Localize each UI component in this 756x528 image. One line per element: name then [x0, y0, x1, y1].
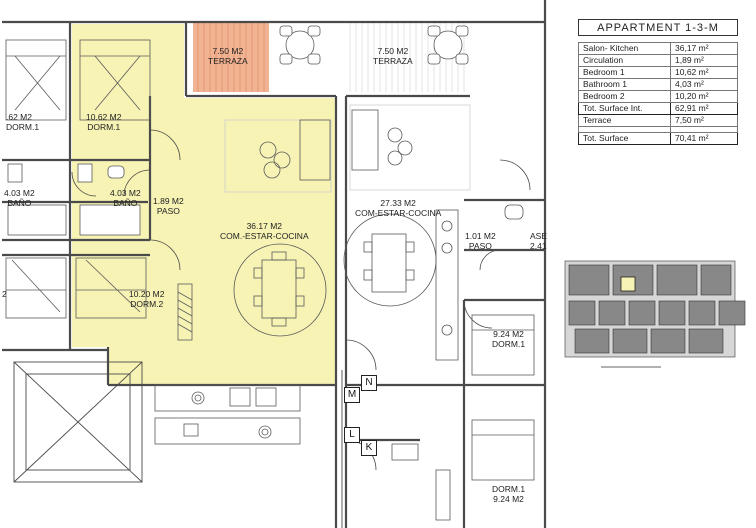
- terrace-left-name: TERRAZA: [208, 56, 248, 66]
- dorm1-left-name: DORM.1: [6, 122, 40, 132]
- row-value: 4,03 m²: [670, 78, 738, 91]
- dorm2-left-area: 2: [2, 289, 7, 299]
- dorm1-bottom-name: DORM.1: [492, 484, 526, 494]
- living-right-name: COM-ESTAR-COCINA: [355, 208, 442, 218]
- surface-schedule: APPARTMENT 1-3-M Salon- Kitchen 36,17 m²…: [578, 19, 738, 145]
- schedule-row: Bathroom 1 4,03 m²: [578, 78, 738, 91]
- wardrobes: [177, 283, 451, 521]
- light-well: [13, 361, 143, 483]
- schedule-row: Bedroom 1 10,62 m²: [578, 66, 738, 79]
- row-label: Salon- Kitchen: [578, 42, 671, 55]
- bathroom-fixtures: [7, 163, 524, 236]
- dorm1-bottom-area: 9.24 M2: [493, 494, 524, 504]
- interior-total-label: Tot. Surface Int.: [578, 102, 671, 115]
- paso-right-label: 1.01 M2 PASO: [465, 231, 496, 251]
- paso-right-name: PASO: [468, 241, 492, 251]
- dorm1-name: DORM.1: [87, 122, 121, 132]
- dorm1-left-area: .62 M2: [6, 112, 32, 122]
- terrace-row-label: Terrace: [578, 114, 671, 127]
- living-furniture: [224, 119, 332, 337]
- right-apt-furniture: [343, 104, 471, 461]
- section-mark-k: K: [361, 440, 377, 456]
- living-right-area: 27.33 M2: [380, 198, 416, 208]
- dorm2-area: 10.20 M2: [129, 289, 165, 299]
- interior-total-value: 62,91 m²: [670, 102, 738, 115]
- schedule-row: Circulation 1,89 m²: [578, 54, 738, 67]
- total-value: 70,41 m²: [670, 132, 738, 145]
- dorm1-bottom-label: DORM.1 9.24 M2: [492, 484, 525, 504]
- paso-area: 1.89 M2: [153, 196, 184, 206]
- dorm2-label: 10.20 M2 DORM.2: [129, 289, 164, 309]
- terrace-row-value: 7,50 m²: [670, 114, 738, 127]
- section-mark-l: L: [344, 427, 360, 443]
- key-plan: [561, 255, 752, 375]
- terrace-highlight: [193, 22, 269, 92]
- dorm1-left-label: .62 M2 DORM.1: [6, 112, 39, 132]
- section-mark-n: N: [361, 375, 377, 391]
- row-value: 36,17 m²: [670, 42, 738, 55]
- aseo-area: 2.41: [530, 241, 547, 251]
- dorm1-area: 10.62 M2: [86, 112, 122, 122]
- living-area: 36.17 M2: [246, 221, 283, 231]
- terrace-row: Terrace 7,50 m²: [578, 114, 738, 127]
- paso-label: 1.89 M2 PASO: [153, 196, 184, 216]
- schedule-row: Bedroom 2 10,20 m²: [578, 90, 738, 103]
- beds: [5, 39, 535, 481]
- bano-area: 4.03 M2: [110, 188, 141, 198]
- dorm1-right-area: 9.24 M2: [493, 329, 524, 339]
- terrace-hatch: [197, 22, 265, 92]
- bano-left-label: 4.03 M2 BAÑO: [4, 188, 35, 208]
- walls: [2, 0, 547, 528]
- kitchen-counter: [154, 384, 301, 445]
- terrace-left-label: 7.50 M2 TERRAZA: [208, 46, 248, 66]
- paso-name: PASO: [156, 206, 180, 216]
- dorm1-label: 10.62 M2 DORM.1: [86, 112, 121, 132]
- bano-left-name: BAÑO: [7, 198, 32, 208]
- terrace-right-name: TERRAZA: [373, 56, 413, 66]
- bano-label: 4.03 M2 BAÑO: [110, 188, 141, 208]
- interior-total-row: Tot. Surface Int. 62,91 m²: [578, 102, 738, 115]
- row-value: 10,20 m²: [670, 90, 738, 103]
- aseo-label: ASE 2.41: [530, 231, 547, 251]
- row-value: 10,62 m²: [670, 66, 738, 79]
- dorm1-right-name: DORM.1: [492, 339, 526, 349]
- row-label: Bedroom 2: [578, 90, 671, 103]
- schedule-title: APPARTMENT 1-3-M: [578, 19, 738, 36]
- row-label: Bedroom 1: [578, 66, 671, 79]
- total-label: Tot. Surface: [578, 132, 671, 145]
- dorm2-name: DORM.2: [130, 299, 164, 309]
- bano-name: BAÑO: [113, 198, 138, 208]
- bano-left-area: 4.03 M2: [4, 188, 35, 198]
- section-mark-m: M: [344, 387, 360, 403]
- living-right-label: 27.33 M2 COM-ESTAR-COCINA: [355, 198, 441, 218]
- terrace-left-area: 7.50 M2: [212, 46, 244, 56]
- dorm2-left-label: 2: [2, 289, 7, 299]
- living-label: 36.17 M2 COM.-ESTAR-COCINA: [220, 221, 309, 241]
- row-value: 1,89 m²: [670, 54, 738, 67]
- dorm1-right-label: 9.24 M2 DORM.1: [492, 329, 525, 349]
- schedule-row: Salon- Kitchen 36,17 m²: [578, 42, 738, 55]
- terrace-furniture: [279, 25, 469, 65]
- paso-right-area: 1.01 M2: [465, 231, 496, 241]
- aseo-name: ASE: [530, 231, 548, 241]
- living-name: COM.-ESTAR-COCINA: [220, 231, 309, 241]
- row-label: Bathroom 1: [578, 78, 671, 91]
- terrace-right-label: 7.50 M2 TERRAZA: [373, 46, 413, 66]
- row-label: Circulation: [578, 54, 671, 67]
- total-row: Tot. Surface 70,41 m²: [578, 132, 738, 145]
- schedule-table: Salon- Kitchen 36,17 m² Circulation 1,89…: [578, 42, 738, 145]
- terrace-right-area: 7.50 M2: [377, 46, 409, 56]
